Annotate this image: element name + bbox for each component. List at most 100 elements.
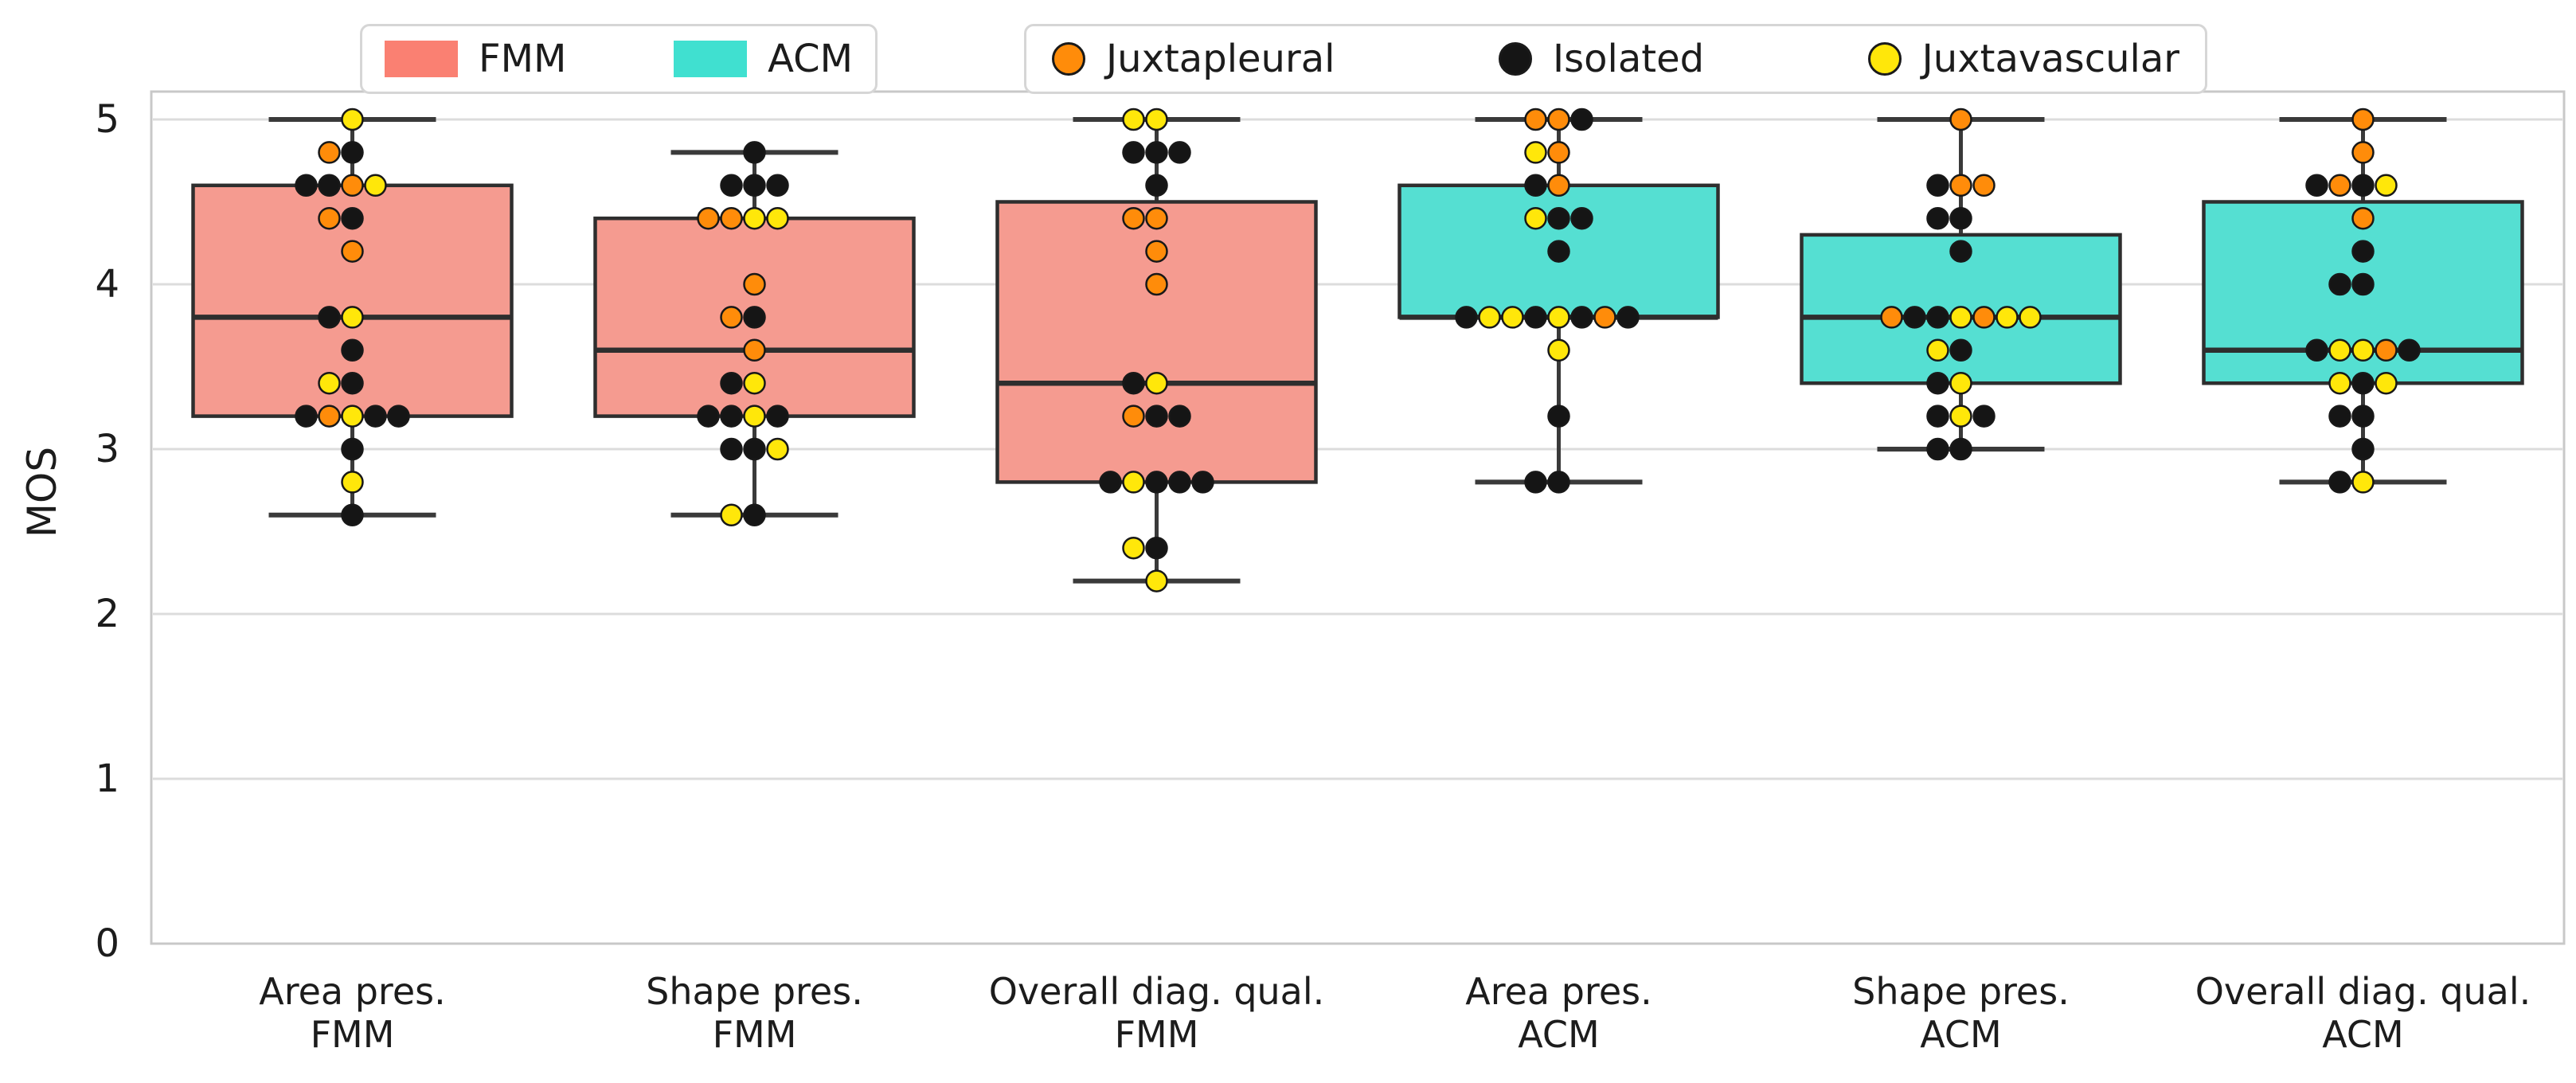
- swarm-point-isolated-overall-diag-qual-acm-4: [2328, 272, 2351, 296]
- swarm-point-isolated-shape-pres-fmm-3.2: [766, 405, 789, 428]
- x-tick-label: Shape pres.ACM: [1738, 970, 2184, 1056]
- legend-entry-juxtavascular: Juxtavascular: [1867, 37, 2179, 81]
- x-tick-label: Shape pres.FMM: [532, 970, 978, 1056]
- swarm-point-juxtapleural-area-pres-fmm-4.2: [341, 240, 364, 263]
- swarm-point-isolated-overall-diag-qual-fmm-3.2: [1145, 405, 1168, 428]
- swarm-point-juxtapleural-overall-diag-qual-fmm-4.2: [1145, 240, 1168, 263]
- swarm-point-juxtapleural-overall-diag-qual-acm-4.6: [2328, 174, 2351, 197]
- x-tick-label-line: Shape pres.: [1852, 970, 2070, 1013]
- swarm-point-juxtapleural-area-pres-fmm-4.6: [341, 174, 364, 197]
- juxtapleural-marker-icon: [1052, 42, 1085, 76]
- swarm-point-isolated-shape-pres-acm-3.6: [1949, 338, 1972, 362]
- y-tick-label-3: 3: [95, 427, 119, 471]
- swarm-point-juxtapleural-shape-pres-acm-4.6: [1972, 174, 1996, 197]
- swarm-point-juxtavascular-area-pres-acm-3.8: [1478, 306, 1501, 329]
- swarm-point-isolated-area-pres-fmm-3.2: [387, 405, 410, 428]
- swarm-point-isolated-shape-pres-fmm-3: [743, 437, 766, 461]
- swarm-point-juxtavascular-area-pres-fmm-2.8: [341, 471, 364, 494]
- swarm-point-isolated-shape-pres-acm-3.2: [1926, 405, 1949, 428]
- isolated-marker-icon: [1499, 42, 1532, 76]
- swarm-point-juxtapleural-area-pres-fmm-4.4: [318, 206, 341, 230]
- swarm-point-isolated-overall-diag-qual-acm-3.2: [2351, 405, 2375, 428]
- x-tick-label-line: FMM: [1114, 1013, 1199, 1056]
- swarm-point-isolated-shape-pres-fmm-3.8: [743, 306, 766, 329]
- swarm-point-isolated-area-pres-acm-3.8: [1524, 306, 1547, 329]
- swarm-point-juxtapleural-shape-pres-acm-4.6: [1949, 174, 1972, 197]
- legend-entry-acm: ACM: [674, 37, 853, 81]
- swarm-point-juxtapleural-overall-diag-qual-acm-4.4: [2351, 206, 2375, 230]
- swarm-point-juxtavascular-shape-pres-acm-3.2: [1949, 405, 1972, 428]
- swarm-point-isolated-area-pres-acm-4.6: [1524, 174, 1547, 197]
- swarm-point-isolated-overall-diag-qual-acm-3.6: [2305, 338, 2328, 362]
- swarm-point-isolated-area-pres-acm-4.2: [1547, 240, 1570, 263]
- swarm-point-isolated-area-pres-fmm-4.4: [341, 206, 364, 230]
- swarm-point-juxtapleural-area-pres-acm-5: [1547, 108, 1570, 131]
- swarm-point-juxtavascular-overall-diag-qual-acm-3.4: [2375, 371, 2398, 395]
- swarm-point-isolated-area-pres-fmm-3.2: [364, 405, 387, 428]
- swarm-point-juxtapleural-area-pres-acm-3.8: [1593, 306, 1616, 329]
- x-tick-label-line: Area pres.: [259, 970, 446, 1013]
- y-tick-label-5: 5: [95, 97, 119, 142]
- swarm-point-juxtapleural-overall-diag-qual-fmm-4.4: [1122, 206, 1145, 230]
- swarm-point-isolated-shape-pres-acm-3: [1926, 437, 1949, 461]
- swarm-point-juxtavascular-area-pres-acm-3.8: [1547, 306, 1570, 329]
- swarm-point-juxtavascular-area-pres-fmm-5: [341, 108, 364, 131]
- swarm-point-isolated-area-pres-acm-2.8: [1524, 471, 1547, 494]
- swarm-point-isolated-shape-pres-fmm-4.8: [743, 141, 766, 164]
- swarm-point-juxtavascular-area-pres-fmm-4.6: [364, 174, 387, 197]
- swarm-point-isolated-area-pres-acm-4.4: [1570, 206, 1593, 230]
- swarm-point-juxtavascular-shape-pres-fmm-4.4: [766, 206, 789, 230]
- swarm-point-isolated-overall-diag-qual-acm-3.4: [2351, 371, 2375, 395]
- x-tick-label-line: ACM: [1518, 1013, 1600, 1056]
- swarm-point-isolated-area-pres-acm-3.8: [1570, 306, 1593, 329]
- swarm-point-isolated-shape-pres-fmm-3: [720, 437, 743, 461]
- swarm-point-isolated-overall-diag-qual-fmm-2.8: [1099, 471, 1122, 494]
- swarm-point-isolated-area-pres-acm-2.8: [1547, 471, 1570, 494]
- swarm-point-isolated-overall-diag-qual-acm-3.6: [2398, 338, 2421, 362]
- swarm-point-juxtavascular-shape-pres-acm-3.4: [1949, 371, 1972, 395]
- swarm-point-juxtapleural-shape-pres-fmm-4.4: [697, 206, 720, 230]
- swarm-point-isolated-shape-pres-acm-4.4: [1926, 206, 1949, 230]
- swarm-point-juxtavascular-area-pres-acm-4.4: [1524, 206, 1547, 230]
- swarm-point-isolated-overall-diag-qual-acm-2.8: [2328, 471, 2351, 494]
- swarm-point-juxtapleural-shape-pres-fmm-4.4: [720, 206, 743, 230]
- swarm-point-isolated-overall-diag-qual-acm-4.6: [2305, 174, 2328, 197]
- x-tick-label-line: Shape pres.: [646, 970, 863, 1013]
- swarm-point-isolated-shape-pres-fmm-4.6: [720, 174, 743, 197]
- swarm-point-juxtavascular-overall-diag-qual-fmm-5: [1122, 108, 1145, 131]
- x-tick-label: Overall diag. qual.FMM: [934, 970, 1380, 1056]
- swarm-point-juxtapleural-shape-pres-acm-3.8: [1972, 306, 1996, 329]
- swarm-point-juxtavascular-shape-pres-fmm-2.6: [720, 503, 743, 527]
- swarm-point-juxtavascular-overall-diag-qual-fmm-2.2: [1145, 569, 1168, 592]
- legend-label: Juxtapleural: [1106, 37, 1335, 81]
- swarm-point-isolated-shape-pres-acm-4.6: [1926, 174, 1949, 197]
- x-tick-label-line: Area pres.: [1465, 970, 1652, 1013]
- y-tick-label-4: 4: [95, 262, 119, 307]
- swarm-point-isolated-overall-diag-qual-acm-4: [2351, 272, 2375, 296]
- x-tick-label-line: Overall diag. qual.: [988, 970, 1325, 1013]
- x-tick-label-line: Overall diag. qual.: [2195, 970, 2531, 1013]
- juxtavascular-marker-icon: [1867, 42, 1902, 76]
- swarm-point-juxtavascular-area-pres-fmm-3.8: [341, 306, 364, 329]
- swarm-point-isolated-area-pres-fmm-4.8: [341, 141, 364, 164]
- swarm-point-juxtapleural-shape-pres-fmm-4: [743, 272, 766, 296]
- swarm-point-juxtapleural-area-pres-acm-4.6: [1547, 174, 1570, 197]
- swarm-point-isolated-area-pres-acm-3.8: [1455, 306, 1478, 329]
- swarm-point-juxtavascular-shape-pres-fmm-3.2: [743, 405, 766, 428]
- swarm-point-isolated-shape-pres-fmm-4.6: [766, 174, 789, 197]
- swarm-point-juxtavascular-shape-pres-acm-3.8: [1949, 306, 1972, 329]
- swarm-point-isolated-overall-diag-qual-fmm-2.8: [1168, 471, 1191, 494]
- swarm-point-juxtavascular-overall-diag-qual-acm-3.6: [2351, 338, 2375, 362]
- swarm-point-isolated-shape-pres-acm-3.8: [1903, 306, 1926, 329]
- swarm-point-isolated-overall-diag-qual-acm-4.2: [2351, 240, 2375, 263]
- swarm-point-isolated-shape-pres-acm-3.8: [1926, 306, 1949, 329]
- swarm-point-juxtavascular-overall-diag-qual-fmm-3.4: [1145, 371, 1168, 395]
- swarm-point-isolated-area-pres-fmm-4.6: [295, 174, 318, 197]
- swarm-point-isolated-shape-pres-fmm-3.2: [697, 405, 720, 428]
- swarm-point-juxtavascular-shape-pres-fmm-4.4: [743, 206, 766, 230]
- swarm-point-juxtavascular-area-pres-acm-4.8: [1524, 141, 1547, 164]
- y-tick-label-1: 1: [95, 757, 119, 801]
- swarm-point-juxtavascular-overall-diag-qual-fmm-5: [1145, 108, 1168, 131]
- swarm-point-juxtapleural-overall-diag-qual-fmm-4: [1145, 272, 1168, 296]
- swarm-point-isolated-area-pres-fmm-3.8: [318, 306, 341, 329]
